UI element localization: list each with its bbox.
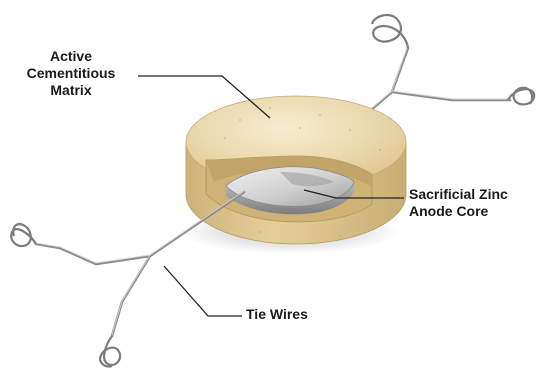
label-tie-wires: Tie Wires: [246, 306, 308, 323]
label-matrix-line-2: Cementitious: [6, 65, 136, 82]
label-matrix-line-1: Active: [6, 48, 136, 65]
wire-loop-bottom-icon: [100, 336, 120, 367]
label-sacrificial-zinc-anode-core: Sacrificial Zinc Anode Core: [409, 186, 508, 220]
tie-wire-lower-left: [36, 192, 244, 336]
wire-loop-right-icon: [508, 88, 534, 105]
tie-wire-lower-left-highlight: [36, 191, 244, 335]
label-anode-line-2: Anode Core: [409, 203, 508, 220]
wire-loop-left-icon: [11, 224, 36, 246]
label-wires-line-1: Tie Wires: [246, 306, 308, 323]
label-anode-line-1: Sacrificial Zinc: [409, 186, 508, 203]
wire-loop-top-icon: [372, 15, 408, 48]
leader-wires: [164, 266, 242, 316]
label-active-cementitious-matrix: Active Cementitious Matrix: [6, 48, 136, 99]
label-matrix-line-3: Matrix: [6, 82, 136, 99]
